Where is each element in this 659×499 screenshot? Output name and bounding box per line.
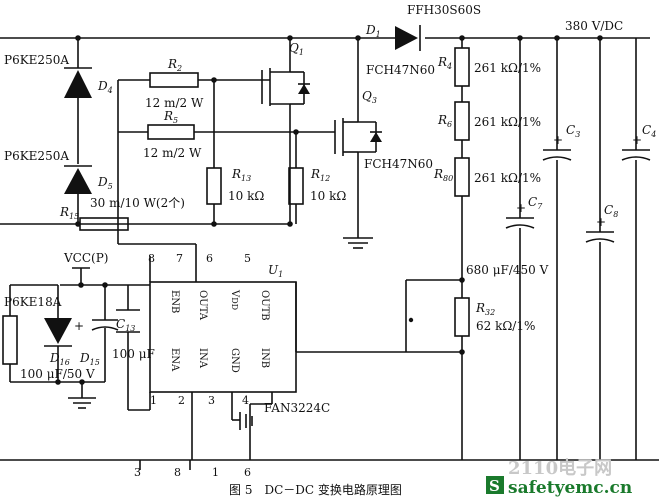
watermark-logo: 2110电子网 S safetyemc.cn — [486, 457, 632, 498]
r13-value-label: 10 kΩ — [228, 189, 264, 203]
r4-ref-label: R4 — [437, 55, 452, 71]
c7-plus-sign: + — [516, 201, 526, 215]
ic-pin-4-number: 4 — [242, 394, 249, 407]
r32-value-label: 62 kΩ/1% — [476, 319, 535, 333]
r5-ref-label: R5 — [163, 109, 178, 125]
q1-part-label: FCH47N60 — [366, 63, 435, 77]
capacitor-c3 — [542, 149, 572, 161]
capacitor-c15 — [91, 319, 119, 331]
resistor-r32 — [454, 297, 470, 337]
watermark-text: safetyemc.cn — [508, 478, 632, 498]
ic-pin-2-number: 2 — [178, 394, 185, 407]
resistor-r80 — [454, 157, 470, 197]
p6ke18a-part-label: P6KE18A — [4, 295, 62, 309]
ic-pin-ena-name: ENA — [169, 348, 180, 372]
diode-d1 — [395, 25, 421, 51]
c3-plus-sign: + — [553, 133, 563, 147]
r32-ref-label: R32 — [475, 301, 495, 317]
d5-part-label: P6KE250A — [4, 149, 69, 163]
connector-pin-6: 6 — [244, 466, 251, 479]
ic-pin-outa-name: OUTA — [197, 290, 208, 321]
mosfet-q1 — [261, 66, 310, 110]
c8-ref-label: C8 — [604, 203, 618, 219]
ic-pin-3-number: 3 — [208, 394, 215, 407]
mosfet-q3 — [334, 116, 382, 158]
capacitor-c4 — [621, 149, 651, 161]
c7-value-label: 680 μF/450 V — [466, 263, 549, 277]
q3-ref-label: Q3 — [362, 89, 377, 105]
watermark-icon: S — [489, 477, 500, 495]
r4-value-label: 261 kΩ/1% — [474, 61, 541, 75]
resistor-r2 — [149, 72, 199, 88]
output-voltage-label: 380 V/DC — [565, 19, 623, 33]
junction-dots — [55, 35, 603, 385]
q3-part-label: FCH47N60 — [364, 157, 433, 171]
c13-value-label: 100 μF — [112, 347, 155, 361]
ic-pin-ina-name: INA — [197, 348, 208, 369]
r15-value-label: 30 m/10 W(2个) — [90, 196, 185, 210]
d16-ref-label: D16 — [49, 351, 70, 367]
r80-value-label: 261 kΩ/1% — [474, 171, 541, 185]
ic-pin-1-number: 1 — [150, 394, 157, 407]
connector-pin-3: 3 — [134, 466, 141, 479]
r2-ref-label: R2 — [167, 57, 182, 73]
connector-pin-8: 8 — [174, 466, 181, 479]
d1-ref-label: D1 — [365, 23, 381, 39]
resistor-r15 — [79, 217, 129, 231]
c13-ref-label: C13 — [116, 317, 135, 333]
r5-value-label: 12 m/2 W — [143, 146, 202, 160]
resistor-left-bias — [2, 315, 18, 365]
d4-ref-label: D4 — [97, 79, 113, 95]
d15-ref-label: D15 — [79, 351, 100, 367]
c4-plus-sign: + — [632, 133, 642, 147]
resistor-r4 — [454, 47, 470, 87]
resistor-r12 — [288, 167, 304, 205]
connector-pin-1: 1 — [212, 466, 219, 479]
ic-pin-8-number: 8 — [148, 252, 155, 265]
r12-ref-label: R12 — [310, 167, 330, 183]
resistor-r5 — [147, 124, 195, 140]
d4-part-label: P6KE250A — [4, 53, 69, 67]
r13-ref-label: R13 — [231, 167, 251, 183]
r2-value-label: 12 m/2 W — [145, 96, 204, 110]
capacitor-c7 — [505, 217, 535, 229]
ic-pin-6-number: 6 — [206, 252, 213, 265]
tvs-diode-d4 — [64, 67, 92, 98]
r80-ref-label: R80 — [433, 167, 453, 183]
vcc-label: VCC(P) — [63, 251, 108, 265]
d1-part-label: FFH30S60S — [407, 3, 481, 17]
ic-pin-gnd-name: GND — [229, 348, 240, 373]
u1-part-label: FAN3224C — [264, 401, 330, 415]
capacitor-c8 — [585, 231, 615, 243]
u1-ref-label: U1 — [268, 263, 283, 279]
c4-ref-label: C4 — [642, 123, 656, 139]
c15-plus-sign: + — [74, 319, 84, 333]
q1-ref-label: Q1 — [289, 41, 304, 57]
d5-ref-label: D5 — [97, 175, 113, 191]
capacitor-c13 — [116, 309, 140, 333]
r12-value-label: 10 kΩ — [310, 189, 346, 203]
watermark-cn-text: 2110电子网 — [508, 457, 612, 479]
c15-value-label: 100 μF/50 V — [20, 367, 95, 381]
resistor-r6 — [454, 101, 470, 141]
resistor-r13 — [206, 167, 222, 205]
figure-caption: 图 5 DC－DC 变换电路原理图 — [229, 482, 402, 497]
r6-ref-label: R6 — [437, 113, 452, 129]
r15-ref-label: R15 — [59, 205, 79, 221]
ic-pin-outb-name: OUTB — [259, 290, 270, 321]
tvs-diode-p6ke18a — [44, 310, 72, 347]
tvs-diode-d5 — [64, 165, 92, 194]
ic-pin-vdd-name: VDD — [229, 289, 240, 310]
ic-pin-enb-name: ENB — [169, 290, 180, 313]
c8-plus-sign: + — [596, 215, 606, 229]
ic-pin-inb-name: INB — [259, 348, 270, 368]
r6-value-label: 261 kΩ/1% — [474, 115, 541, 129]
ic-pin-7-number: 7 — [176, 252, 183, 265]
c3-ref-label: C3 — [566, 123, 580, 139]
ic-u1 — [149, 281, 297, 393]
ic-pin-5-number: 5 — [244, 252, 251, 265]
c7-ref-label: C7 — [528, 195, 543, 211]
